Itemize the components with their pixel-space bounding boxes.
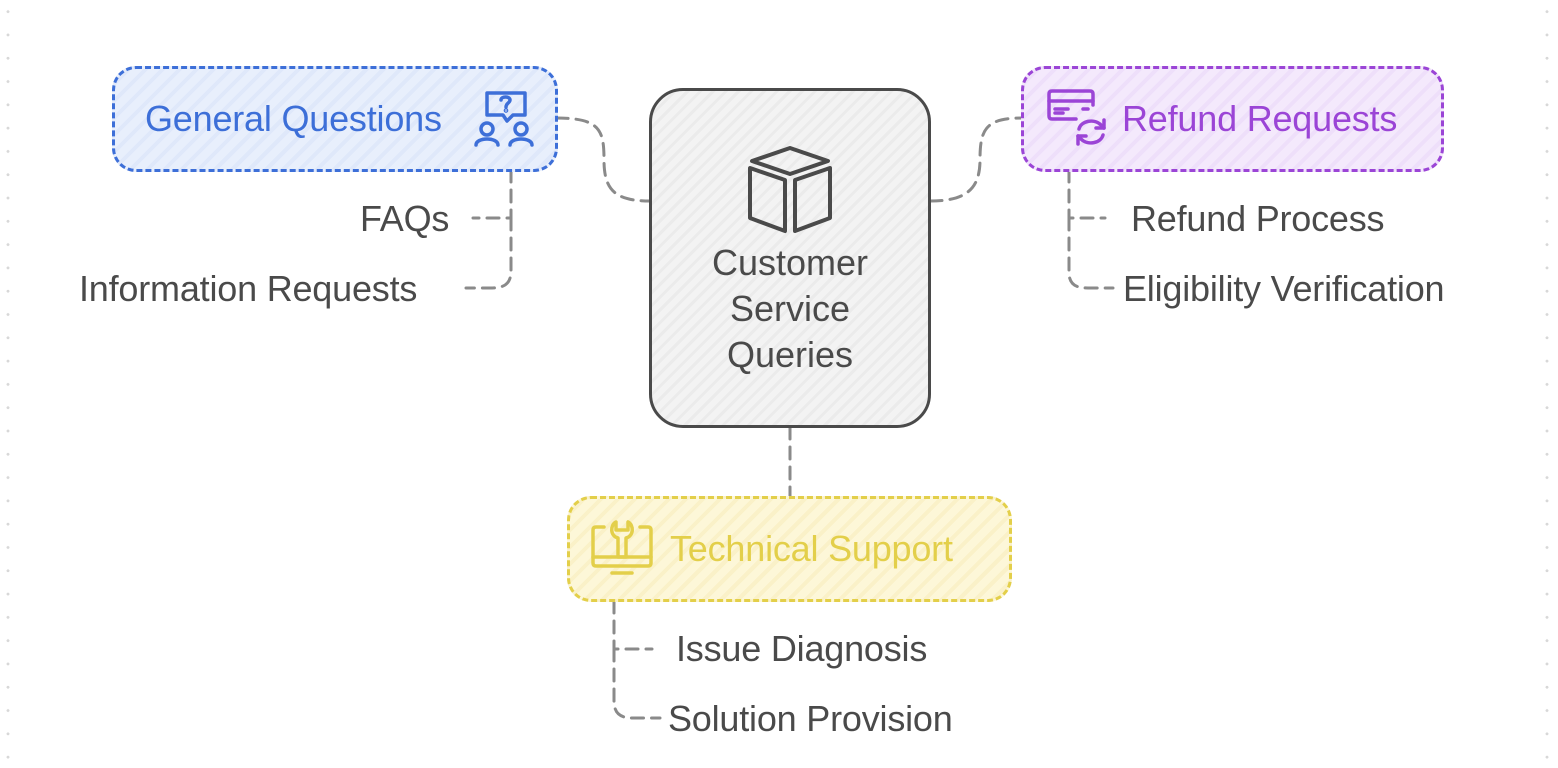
center-label-line-2: Service: [729, 288, 851, 329]
leaf-eligibility-verification[interactable]: Eligibility Verification: [1123, 268, 1445, 309]
dot-grid-left: [6, 0, 10, 768]
center-label-line-1: Customer: [711, 242, 869, 283]
connector-center-general: [554, 116, 652, 203]
question-chat-users-icon: [474, 91, 534, 147]
branch-title: Refund Requests: [1122, 98, 1398, 139]
connector-tech-solution: [612, 647, 662, 720]
branch-title: Technical Support: [670, 528, 953, 569]
branch-node-general-questions[interactable]: General Questions: [112, 66, 558, 172]
branch-node-technical-support[interactable]: Technical Support: [567, 496, 1012, 602]
credit-card-refresh-icon: [1047, 89, 1106, 146]
connector-refund-process: [1067, 168, 1107, 220]
connector-general-faqs: [471, 168, 513, 220]
center-label-line-3: Queries: [726, 334, 854, 375]
branch-node-refund-requests[interactable]: Refund Requests: [1021, 66, 1444, 172]
leaf-issue-diagnosis[interactable]: Issue Diagnosis: [676, 628, 928, 669]
leaf-information-requests[interactable]: Information Requests: [79, 268, 418, 309]
connector-tech-diagnosis: [612, 599, 654, 651]
cube-icon: [748, 146, 832, 233]
leaf-solution-provision[interactable]: Solution Provision: [668, 698, 953, 739]
connector-center-refund: [928, 116, 1024, 203]
leaf-refund-process[interactable]: Refund Process: [1131, 198, 1385, 239]
leaf-faqs[interactable]: FAQs: [360, 198, 450, 239]
dot-grid-right: [1545, 0, 1549, 768]
center-node[interactable]: Customer Service Queries: [649, 88, 931, 428]
branch-title: General Questions: [145, 98, 442, 139]
connector-refund-eligibility: [1067, 216, 1115, 290]
connector-general-info: [464, 216, 513, 290]
monitor-wrench-icon: [591, 520, 653, 575]
